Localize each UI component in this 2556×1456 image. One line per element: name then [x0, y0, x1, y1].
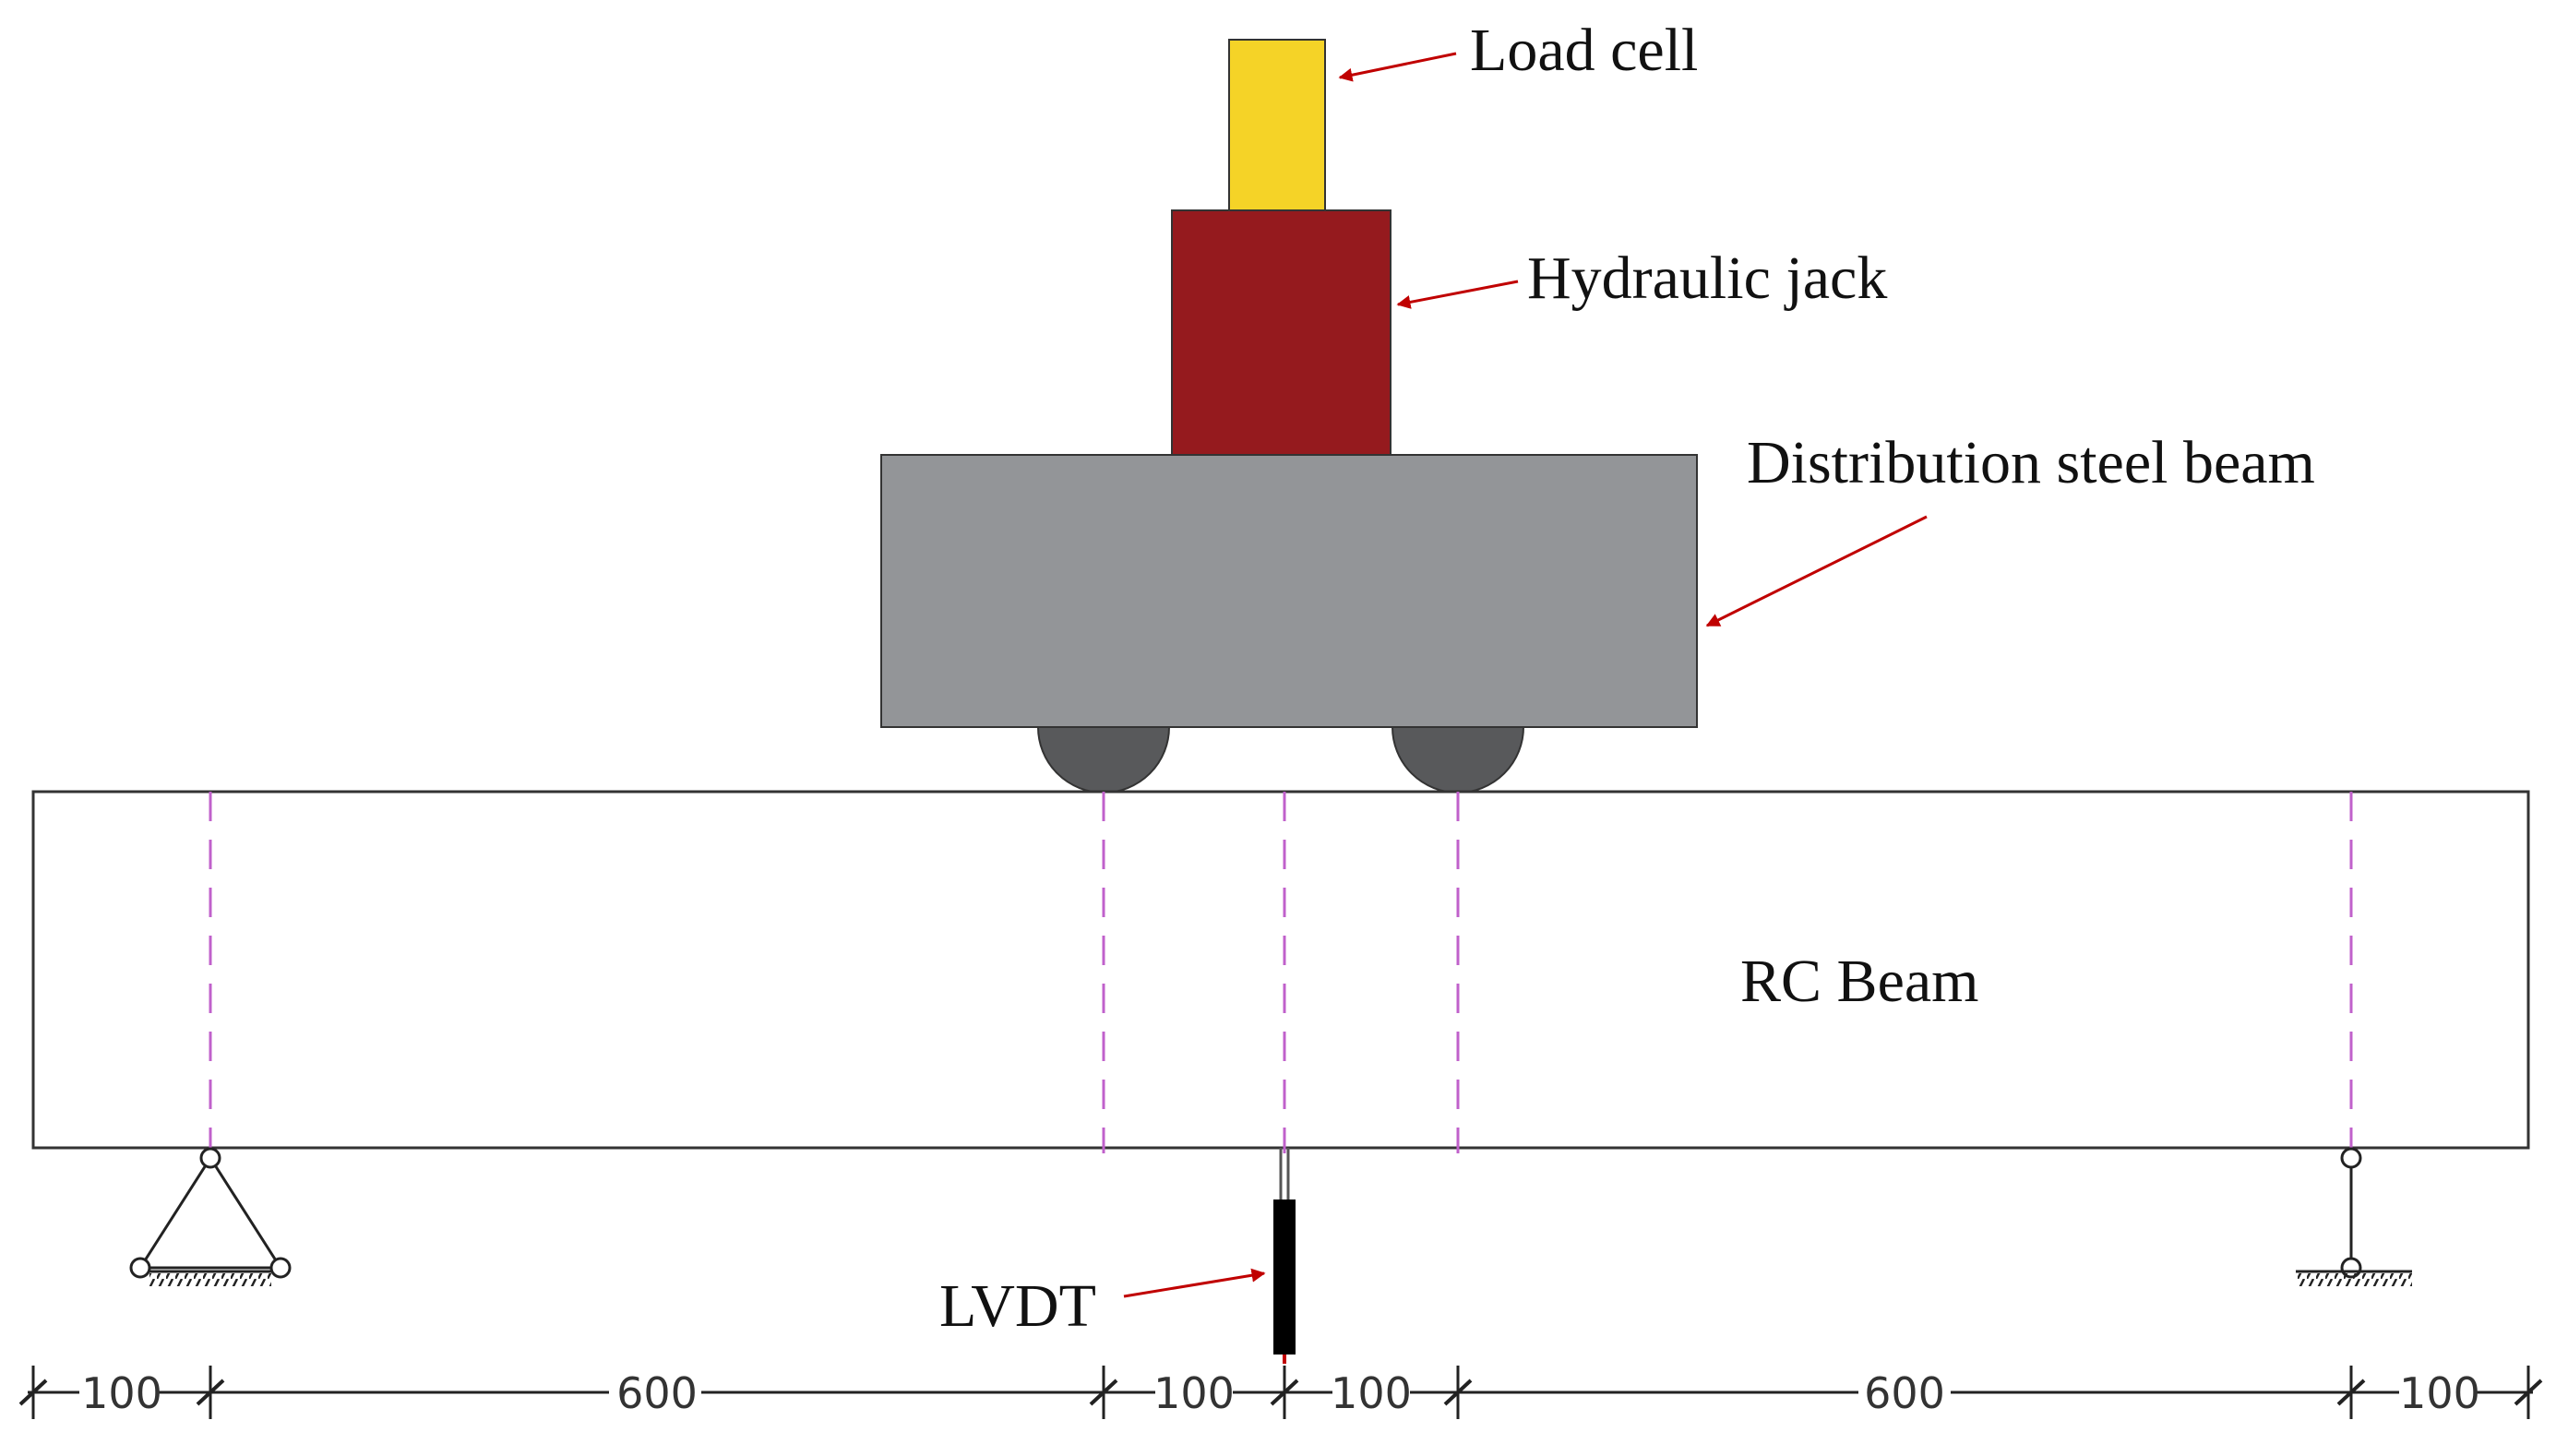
- loading-roller-left: [1036, 726, 1171, 794]
- loading-roller-right: [1391, 726, 1525, 794]
- dimension-label-left-shear-span: 600: [616, 1368, 698, 1418]
- lvdt-label: LVDT: [939, 1272, 1096, 1340]
- dimension-label-mid-left: 100: [1153, 1368, 1235, 1418]
- rc-beam-label: RC Beam: [1740, 948, 1979, 1015]
- arrow-load-cell: [1338, 52, 1457, 82]
- lvdt: [1273, 1148, 1296, 1364]
- hydraulic-jack: [1171, 209, 1391, 456]
- load-cell: [1228, 39, 1326, 211]
- dimension-line: [18, 1366, 2543, 1419]
- distribution-beam-label: Distribution steel beam: [1747, 429, 2315, 496]
- dimension-label-right-shear-span: 600: [1864, 1368, 1945, 1418]
- distribution-steel-beam: [880, 454, 1698, 728]
- arrow-hydraulic-jack: [1396, 280, 1519, 309]
- centerlines: [209, 792, 2353, 1153]
- roller-support-right: [2296, 1147, 2412, 1286]
- dimension-label-backgrounds: [79, 1373, 2477, 1412]
- pin-support-left: [129, 1147, 292, 1286]
- leader-arrows: [1123, 52, 1928, 1298]
- dimension-label-right-overhang: 100: [2399, 1368, 2480, 1418]
- dimension-label-left-overhang: 100: [81, 1368, 162, 1418]
- hydraulic-jack-label: Hydraulic jack: [1527, 245, 1887, 312]
- dimension-label-mid-right: 100: [1331, 1368, 1412, 1418]
- rc-beam: [31, 790, 2530, 1150]
- load-cell-label: Load cell: [1470, 17, 1698, 84]
- arrow-distribution-beam: [1705, 515, 1928, 627]
- arrow-lvdt: [1123, 1268, 1266, 1298]
